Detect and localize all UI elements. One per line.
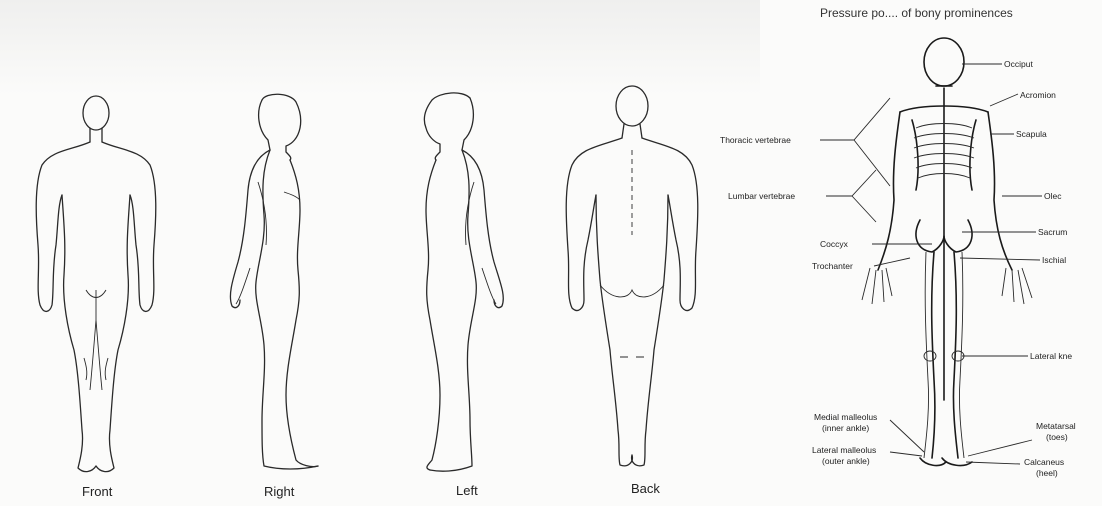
- left-view-label: Left: [456, 483, 478, 498]
- skeleton-title: Pressure po.... of bony prominences: [820, 6, 1013, 20]
- label-calcaneus: Calcaneus: [1024, 457, 1064, 467]
- left-side-body-figure: [424, 93, 503, 471]
- label-lumbar-vertebrae: Lumbar vertebrae: [728, 191, 795, 201]
- label-medial-malleolus-note: (inner ankle): [822, 423, 869, 433]
- back-body-figure: [566, 86, 698, 466]
- label-metatarsal: Metatarsal: [1036, 421, 1076, 431]
- front-body-figure: [36, 96, 156, 472]
- label-ischial: Ischial: [1042, 255, 1066, 265]
- label-sacrum: Sacrum: [1038, 227, 1067, 237]
- label-medial-malleolus: Medial malleolus: [814, 412, 877, 422]
- label-calcaneus-note: (heel): [1036, 468, 1058, 478]
- right-view-label: Right: [264, 484, 294, 499]
- skeleton-figure: [862, 38, 1032, 465]
- label-coccyx: Coccyx: [820, 239, 848, 249]
- label-lateral-malleolus-note: (outer ankle): [822, 456, 870, 466]
- label-olecranon: Olec: [1044, 191, 1061, 201]
- label-lateral-malleolus: Lateral malleolus: [812, 445, 876, 455]
- label-acromion: Acromion: [1020, 90, 1056, 100]
- label-trochanter: Trochanter: [812, 261, 853, 271]
- front-view-label: Front: [82, 484, 112, 499]
- right-side-body-figure: [230, 94, 318, 469]
- label-occiput: Occiput: [1004, 59, 1033, 69]
- label-lateral-knee: Lateral kne: [1030, 351, 1072, 361]
- label-metatarsal-note: (toes): [1046, 432, 1068, 442]
- label-scapula: Scapula: [1016, 129, 1047, 139]
- back-view-label: Back: [631, 481, 660, 496]
- label-thoracic-vertebrae: Thoracic vertebrae: [720, 135, 791, 145]
